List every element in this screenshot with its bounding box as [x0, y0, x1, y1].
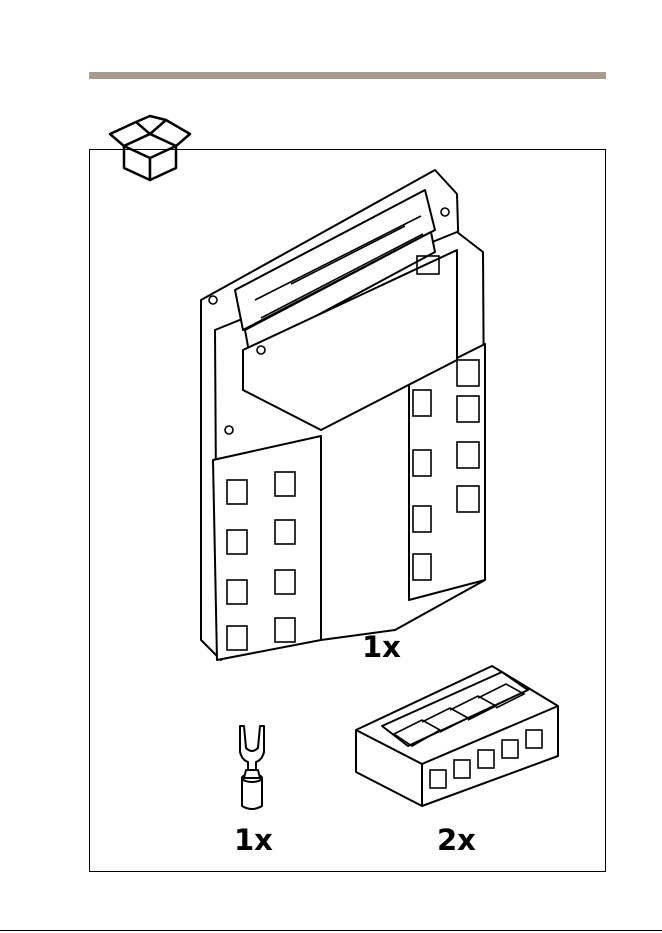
terminal-quantity: 1x [234, 826, 273, 855]
lever-connector [352, 660, 562, 810]
controller-board [195, 160, 495, 670]
page-bottom-rule [0, 930, 662, 931]
header-accent-bar [89, 72, 606, 79]
board-quantity: 1x [362, 633, 401, 662]
connector-quantity: 2x [437, 826, 476, 855]
fork-terminal [232, 722, 272, 812]
